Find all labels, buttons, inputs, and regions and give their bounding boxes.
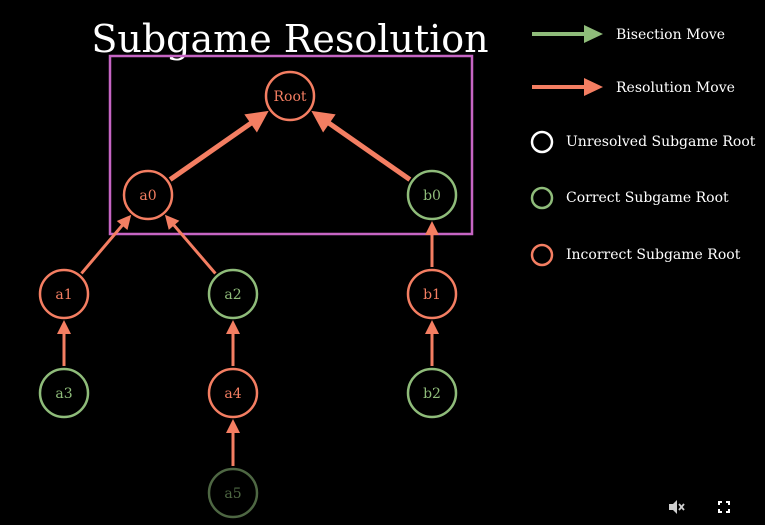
legend-correct-label: Correct Subgame Root: [566, 190, 729, 206]
edge-arrowhead-icon: [116, 214, 132, 231]
legend-bisection-label: Bisection Move: [616, 27, 725, 43]
node-label: a4: [224, 386, 241, 402]
edge-a3-to-a1: [57, 320, 71, 366]
edge-b2-to-b1: [425, 320, 439, 366]
legend-bisection: Bisection Move: [532, 25, 725, 43]
node-label: a3: [55, 386, 72, 402]
node-label: b1: [423, 287, 441, 303]
legend-unresolved: Unresolved Subgame Root: [530, 130, 756, 154]
legend-correct: Correct Subgame Root: [530, 186, 729, 210]
node-label: Root: [273, 89, 306, 105]
node-circle: [207, 268, 259, 320]
node-circle: [406, 367, 458, 419]
edge-arrowhead-icon: [425, 320, 439, 334]
edge-b1-to-b0: [425, 221, 439, 267]
node-a4: a4: [207, 367, 259, 419]
node-label: b0: [423, 188, 441, 204]
edge-arrowhead-icon: [226, 320, 240, 334]
node-b2: b2: [406, 367, 458, 419]
edge-arrowhead-icon: [244, 110, 269, 133]
unresolved-root-icon: [530, 130, 554, 154]
node-circle: [122, 169, 174, 221]
node-a5: a5: [207, 467, 259, 519]
node-label: a0: [139, 188, 156, 204]
edge-a5-to-a4: [226, 419, 240, 466]
node-circle: [406, 169, 458, 221]
node-label: a1: [55, 287, 72, 303]
node-b1: b1: [406, 268, 458, 320]
legend-resolution: Resolution Move: [532, 78, 735, 96]
subgame-highlight-box: [108, 54, 474, 236]
correct-root-icon: [530, 186, 554, 210]
node-b0: b0: [406, 169, 458, 221]
edge-arrowhead-icon: [226, 419, 240, 433]
edge-arrowhead-icon: [57, 320, 71, 334]
node-circle: [406, 268, 458, 320]
speaker-muted-icon[interactable]: [666, 497, 686, 517]
diagram-title: Subgame Resolution: [91, 17, 488, 61]
edge-arrowhead-icon: [425, 221, 439, 235]
resolution-arrowhead-icon: [584, 78, 603, 96]
node-circle: [38, 268, 90, 320]
node-a1: a1: [38, 268, 90, 320]
node-a2: a2: [207, 268, 259, 320]
edge-line: [171, 222, 217, 275]
node-circle: [38, 367, 90, 419]
legend-incorrect: Incorrect Subgame Root: [530, 243, 741, 267]
node-a3: a3: [38, 367, 90, 419]
edge-arrowhead-icon: [311, 110, 336, 133]
edge-line: [326, 120, 412, 182]
legend-unresolved-label: Unresolved Subgame Root: [566, 134, 756, 150]
node-layer: Root a0 b0 a1 a2 b1 a3 a4 b2 a5: [38, 70, 458, 519]
incorrect-root-icon: [530, 243, 554, 267]
edge-a0-to-root: [168, 110, 269, 182]
fullscreen-icon[interactable]: [714, 497, 734, 517]
node-label: b2: [423, 386, 441, 402]
edge-a2-to-a0: [164, 214, 217, 275]
node-label: a2: [224, 287, 241, 303]
node-circle: [207, 467, 259, 519]
node-root: Root: [264, 70, 316, 122]
legend-resolution-label: Resolution Move: [616, 80, 735, 96]
edge-line: [168, 120, 254, 182]
node-circle: [264, 70, 316, 122]
edge-arrowhead-icon: [164, 214, 180, 230]
edge-a4-to-a2: [226, 320, 240, 366]
edge-layer: [57, 110, 439, 466]
edge-b0-to-root: [311, 110, 412, 182]
node-a0: a0: [122, 169, 174, 221]
node-circle: [207, 367, 259, 419]
bisection-arrowhead-icon: [584, 25, 603, 43]
edge-line: [80, 223, 125, 275]
edge-a1-to-a0: [80, 214, 132, 275]
legend-incorrect-label: Incorrect Subgame Root: [566, 247, 741, 263]
node-label: a5: [224, 486, 241, 502]
legend: Bisection Move Resolution Move Unresolve…: [530, 25, 756, 267]
